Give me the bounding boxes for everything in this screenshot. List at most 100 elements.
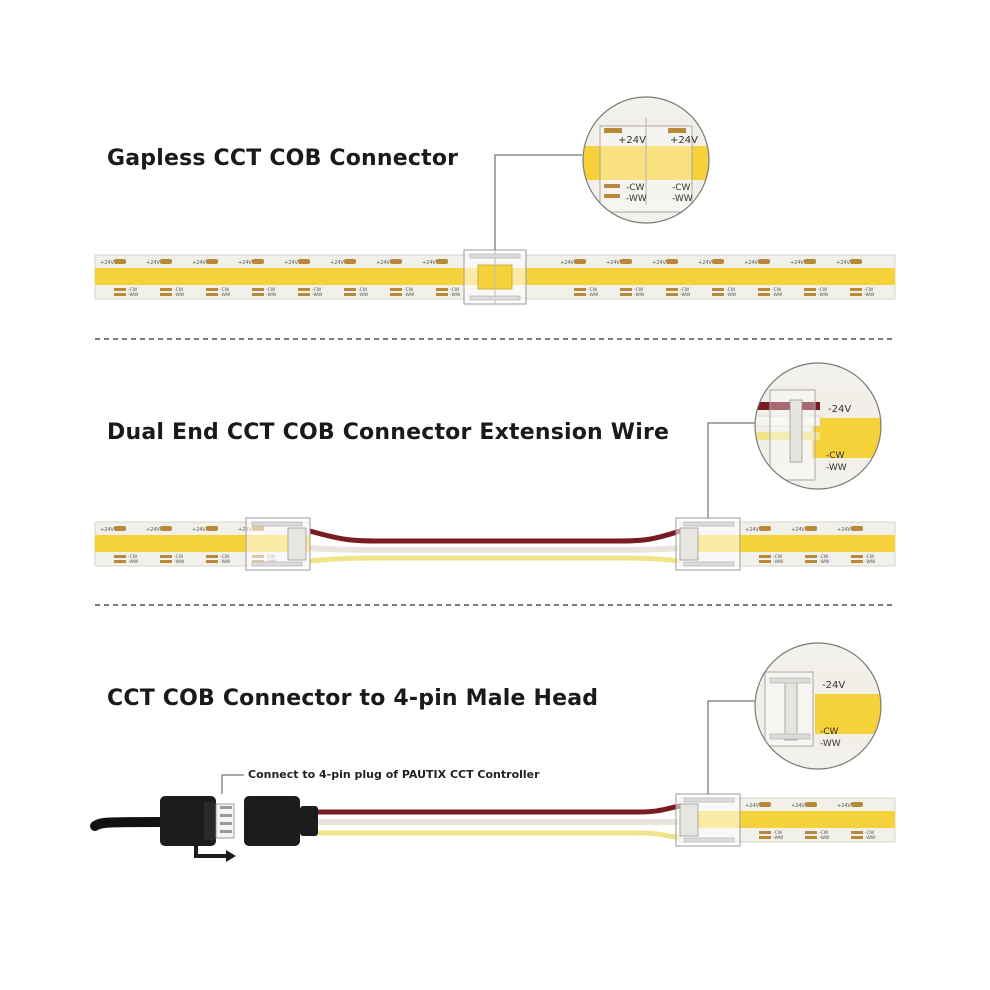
zoom1-pos-right: +24V xyxy=(670,135,698,146)
strip-label-cw: -CW xyxy=(865,830,875,836)
strip-label-cw: -CW xyxy=(772,287,782,293)
solder-pad xyxy=(114,293,126,296)
zoom2-ww: -WW xyxy=(826,463,847,473)
strip-label-cw: -CW xyxy=(865,554,875,560)
strip-label-positive: +24V xyxy=(744,260,759,266)
strip-label-ww: -WW xyxy=(819,835,830,841)
solder-pad xyxy=(252,288,264,291)
gapless-connector xyxy=(463,249,527,305)
extension-wires xyxy=(309,528,681,564)
strip-label-ww: -WW xyxy=(312,292,323,298)
solder-pad xyxy=(851,555,863,558)
strip-label-positive: +24V xyxy=(652,260,667,266)
strip-label-cw: -CW xyxy=(128,287,138,293)
solder-pad xyxy=(114,560,126,563)
strip-label-cw: -CW xyxy=(404,287,414,293)
zoom3-ww: -WW xyxy=(820,739,841,749)
solder-pad xyxy=(206,555,218,558)
solder-pad xyxy=(390,288,402,291)
strip-label-ww: -WW xyxy=(818,292,829,298)
strip-label-ww: -WW xyxy=(174,559,185,565)
controller-note: Connect to 4-pin plug of PAUTIX CCT Cont… xyxy=(248,768,540,781)
controller-wires xyxy=(318,803,681,841)
strip-label-ww: -WW xyxy=(864,292,875,298)
strip-label-ww: -WW xyxy=(358,292,369,298)
section-title-4pin-male: CCT COB Connector to 4-pin Male Head xyxy=(107,686,599,711)
strip-label-positive: +24V xyxy=(376,260,391,266)
zoom1-ww-left: -WW xyxy=(626,194,647,204)
solder-pad xyxy=(574,288,586,291)
solder-pad xyxy=(574,259,586,264)
solder-pad xyxy=(805,831,817,834)
solder-pad xyxy=(574,293,586,296)
solder-pad xyxy=(850,259,862,264)
strip-label-positive: +24V xyxy=(284,260,299,266)
solder-pad xyxy=(390,293,402,296)
zoom3-pos: -24V xyxy=(822,680,845,691)
pautix-controller-cable xyxy=(90,817,165,831)
callout-line-3 xyxy=(221,774,244,794)
strip-label-cw: -CW xyxy=(128,554,138,560)
strip-label-ww: -WW xyxy=(450,292,461,298)
solder-pad xyxy=(850,288,862,291)
solder-pad xyxy=(851,560,863,563)
solder-pad xyxy=(805,555,817,558)
strip-label-positive: +24V xyxy=(745,803,760,809)
solder-pad xyxy=(298,288,310,291)
solder-pad xyxy=(804,259,816,264)
solder-pad xyxy=(759,802,771,807)
strip-label-ww: -WW xyxy=(726,292,737,298)
strip-label-ww: -WW xyxy=(773,835,784,841)
solder-pad xyxy=(298,259,310,264)
solder-pad xyxy=(758,293,770,296)
solder-pad xyxy=(436,259,448,264)
strip-label-positive: +24V xyxy=(791,527,806,533)
callout-line-1 xyxy=(494,154,582,250)
strip-label-ww: -WW xyxy=(634,292,645,298)
zoom-circle-gapless: +24V +24V -CW -CW -WW -WW xyxy=(582,96,710,224)
strip-label-positive: +24V xyxy=(745,527,760,533)
zoom1-pos-left: +24V xyxy=(618,135,646,146)
strip-label-cw: -CW xyxy=(220,287,230,293)
strip-label-cw: -CW xyxy=(680,287,690,293)
strip-label-ww: -WW xyxy=(266,292,277,298)
solder-pad xyxy=(850,293,862,296)
solder-pad xyxy=(206,560,218,563)
strip-label-cw: -CW xyxy=(864,287,874,293)
strip-label-ww: -WW xyxy=(220,559,231,565)
extension-connector-left xyxy=(245,517,311,571)
solder-pad xyxy=(666,288,678,291)
solder-pad xyxy=(436,288,448,291)
solder-pad xyxy=(344,293,356,296)
solder-pad xyxy=(620,288,632,291)
callout-line-2 xyxy=(707,422,755,518)
strip-label-cw: -CW xyxy=(588,287,598,293)
strip-label-cw: -CW xyxy=(634,287,644,293)
solder-pad xyxy=(114,526,126,531)
strip-label-ww: -WW xyxy=(865,559,876,565)
strip-label-positive: +24V xyxy=(837,527,852,533)
solder-pad xyxy=(160,526,172,531)
strip-label-positive: +24V xyxy=(790,260,805,266)
strip-label-cw: -CW xyxy=(174,287,184,293)
solder-pad xyxy=(298,293,310,296)
zoom1-ww-right: -WW xyxy=(672,194,693,204)
solder-pad xyxy=(620,293,632,296)
zoom2-pos: -24V xyxy=(828,404,851,415)
solder-pad xyxy=(805,526,817,531)
solder-pad xyxy=(851,831,863,834)
strip-label-ww: -WW xyxy=(772,292,783,298)
strip-label-positive: +24V xyxy=(100,527,115,533)
solder-pad xyxy=(114,555,126,558)
strip-label-ww: -WW xyxy=(865,835,876,841)
solder-pad xyxy=(344,288,356,291)
strip-label-positive: +24V xyxy=(698,260,713,266)
extension-connector-right xyxy=(675,517,741,571)
strip-label-cw: -CW xyxy=(174,554,184,560)
strip-label-cw: -CW xyxy=(819,554,829,560)
strip-label-cw: -CW xyxy=(266,287,276,293)
four-pin-male-head xyxy=(244,796,318,846)
strip-label-cw: -CW xyxy=(450,287,460,293)
zoom3-cw: -CW xyxy=(820,727,839,737)
